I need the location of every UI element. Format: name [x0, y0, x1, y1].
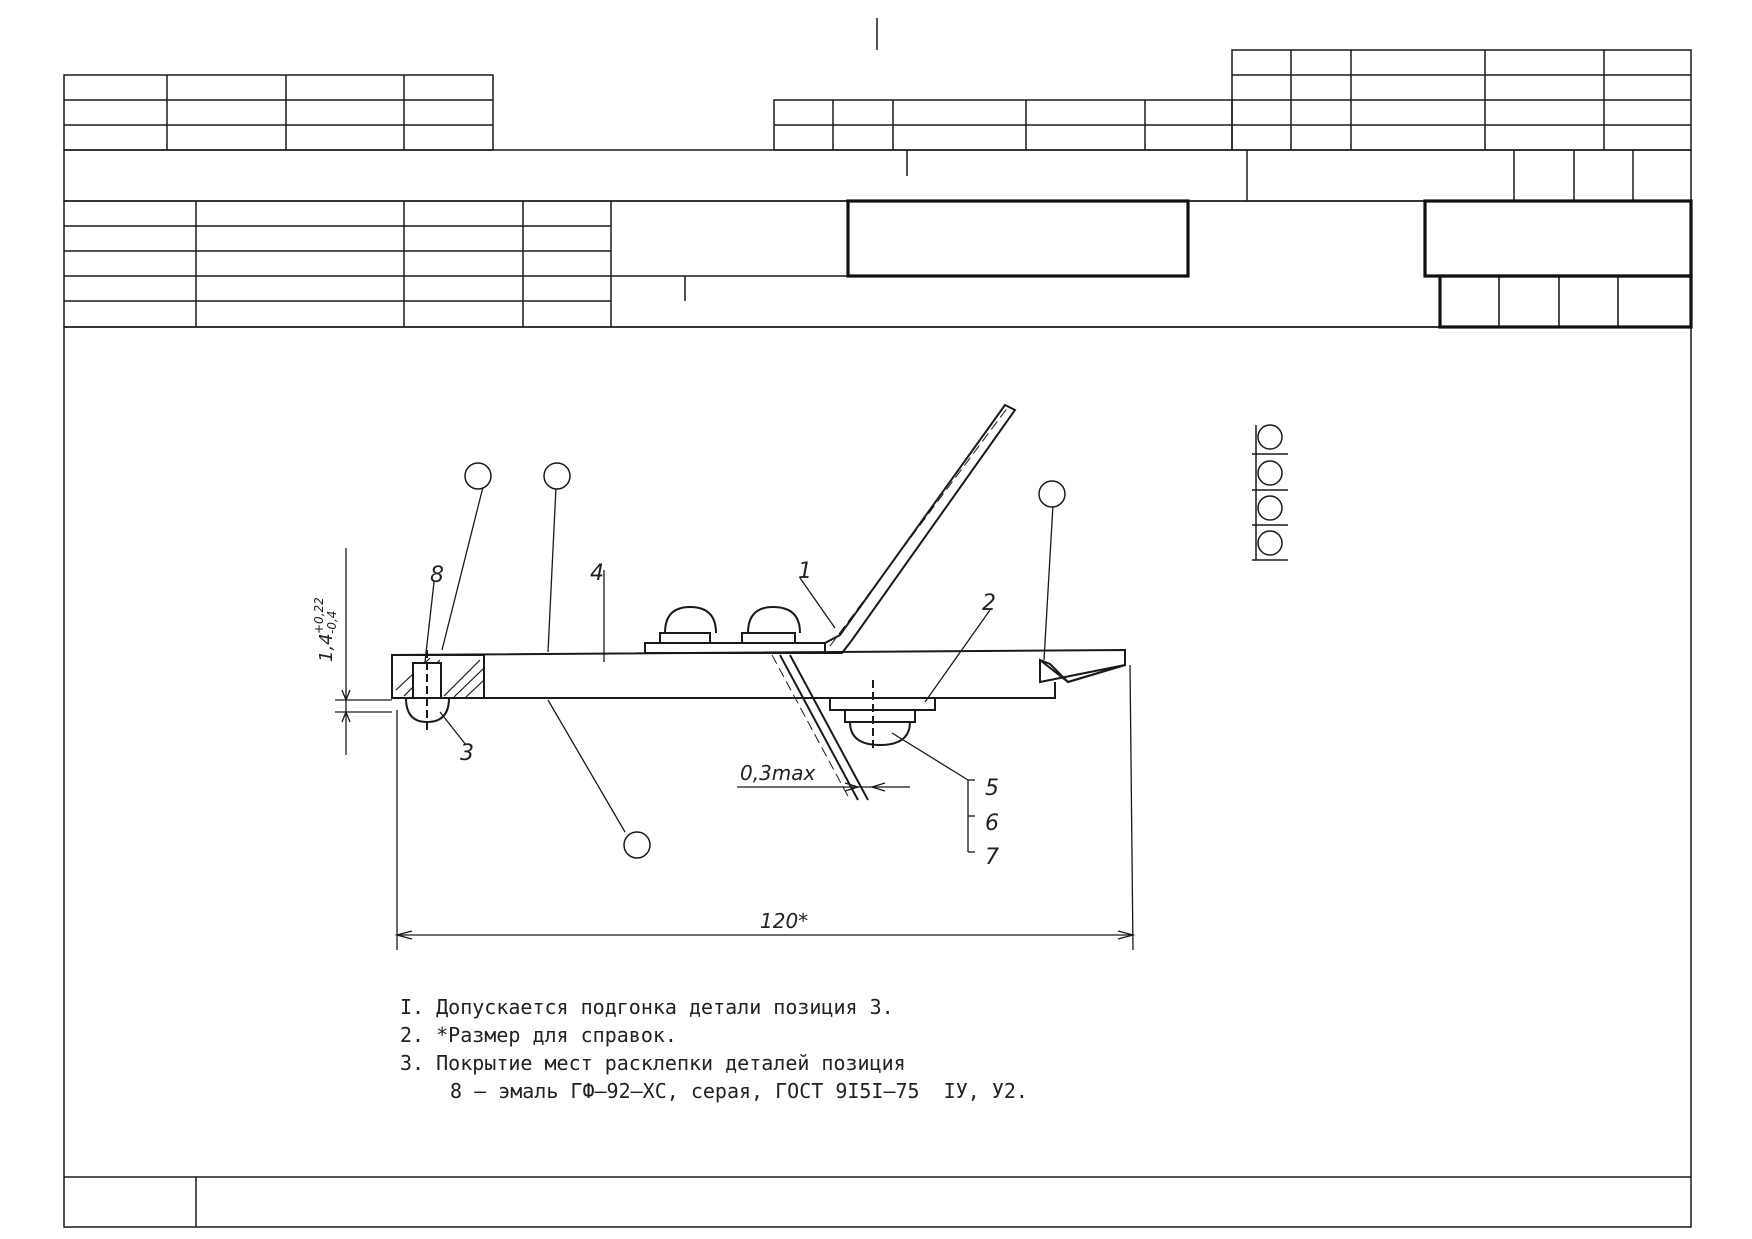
note-2: 2. *Размер для справок.	[400, 1023, 677, 1047]
position-marker-stack	[1252, 424, 1288, 561]
thickness-dimension: 1,4 +0,22 -0,4	[312, 597, 339, 662]
length-dimension: 120*	[760, 909, 808, 933]
callout-1: 1	[798, 559, 812, 584]
thickness-upper-tol: +0,22	[312, 597, 326, 634]
part-drawing	[391, 403, 1126, 801]
technical-notes: I. Допускается подгонка детали позиция 3…	[400, 993, 1160, 1105]
gap-dimension: 0,3max	[740, 761, 816, 785]
note-3-continued: 8 – эмаль ГФ–92–ХС, серая, ГОСТ 9I5I–75 …	[450, 1079, 1028, 1103]
callout-6: 6	[985, 811, 999, 836]
position-circles	[464, 462, 1066, 859]
callout-2: 2	[982, 591, 996, 616]
callout-8: 8	[430, 563, 444, 588]
callout-7: 7	[985, 845, 999, 870]
callout-5: 5	[985, 776, 999, 801]
callout-4: 4	[590, 561, 604, 586]
callout-3: 3	[460, 741, 474, 766]
thickness-lower-tol: -0,4	[325, 611, 339, 634]
leaders-dimensions	[335, 486, 1136, 951]
note-3: 3. Покрытие мест расклепки деталей позиц…	[400, 1051, 906, 1075]
title-block-heavy-boxes	[846, 199, 1693, 329]
note-1: I. Допускается подгонка детали позиция 3…	[400, 995, 894, 1019]
thickness-value: 1,4	[316, 633, 337, 662]
